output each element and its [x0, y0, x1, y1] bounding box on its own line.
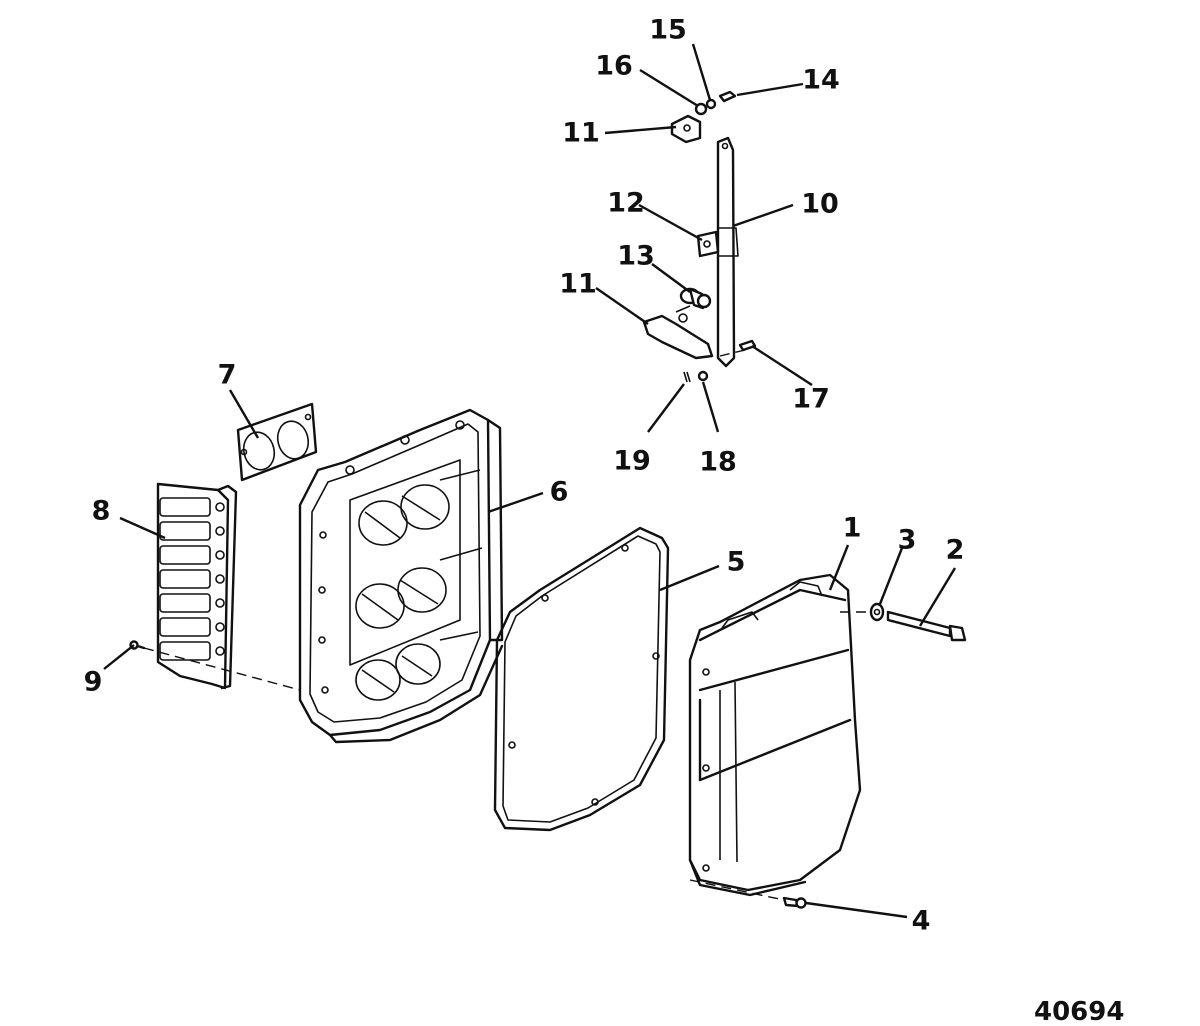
callout-5: 5 — [726, 546, 746, 578]
part-12-bracket — [696, 230, 720, 258]
callout-7: 7 — [217, 359, 237, 391]
callout-16: 16 — [595, 50, 633, 82]
part-5-gasket — [493, 526, 670, 832]
part-2-bolt — [886, 610, 967, 642]
callout-10: 10 — [801, 188, 839, 220]
part-7-gasket — [236, 402, 318, 482]
callout-18: 18 — [699, 446, 737, 478]
callout-17: 17 — [792, 383, 830, 415]
callout-4: 4 — [911, 905, 931, 937]
callout-14: 14 — [802, 64, 840, 96]
part-10-link-rod — [716, 136, 739, 368]
callout-1: 1 — [842, 512, 862, 544]
part-14-screw — [718, 90, 737, 103]
part-3-washer — [869, 602, 885, 622]
part-15-washer — [705, 98, 717, 110]
part-16-nut — [694, 102, 708, 116]
callout-6: 6 — [549, 476, 569, 508]
callout-12: 12 — [607, 187, 645, 219]
part-17-pin — [738, 339, 757, 352]
callout-11-lower: 11 — [559, 268, 597, 300]
leader-lines — [103, 43, 957, 919]
part-11-upper-lever — [670, 114, 702, 144]
part-11-lower-lever — [642, 305, 714, 360]
part-18-washer — [697, 370, 709, 382]
callout-11-upper: 11 — [562, 117, 600, 149]
part-13-bushing — [679, 287, 712, 310]
callout-15: 15 — [649, 14, 687, 46]
figure-number: 40694 — [1034, 997, 1125, 1026]
callout-2: 2 — [945, 534, 965, 566]
part-8-reed-block — [156, 482, 238, 690]
part-1-cover — [688, 573, 862, 897]
part-6-adaptor-plate — [298, 408, 504, 744]
callout-8: 8 — [91, 495, 111, 527]
callout-9: 9 — [83, 666, 103, 698]
alignment-lines — [143, 349, 870, 901]
callout-19: 19 — [613, 445, 651, 477]
callout-13: 13 — [617, 240, 655, 272]
part-19-clip — [683, 371, 691, 383]
callout-3: 3 — [897, 524, 917, 556]
part-4-screw — [782, 896, 807, 909]
